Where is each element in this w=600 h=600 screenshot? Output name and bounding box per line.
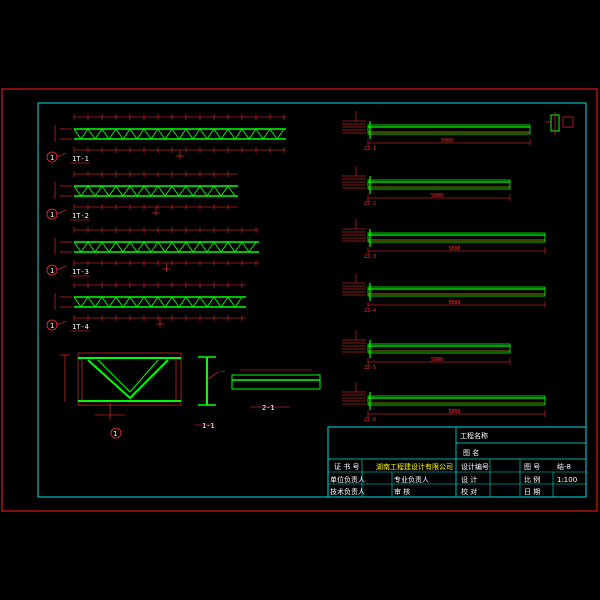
purlin-label: 2Z-3 [364,254,376,260]
section-2-1: 2-1 [231,369,321,412]
purlin-length: 5000 [449,409,461,415]
truss-label: 1T-4 [72,323,89,331]
tb-drawing-name: 图 名 [463,448,479,457]
truss-marker: 1 [50,211,54,219]
purlin-2Z-1: 5000 2Z-1 [342,111,531,152]
tb-tech-lead: 技术负责人 [330,487,365,496]
svg-text:──: ── [218,369,226,375]
tb-project-name: 工程名称 [460,431,488,440]
tb-design: 设 计 [461,475,477,484]
tb-drawing-no: 结-8 [557,462,571,471]
truss-1T-4: 1 1T-4 [46,282,246,332]
tb-cert-no: 证 书 号 [334,462,359,471]
purlin-length: 5000 [449,300,461,306]
outer-frame [1,88,598,512]
truss-elevations: 1 1T-1 1 1T-2 1 1T-3 1 1T-4 [46,114,286,332]
truss-label: 1T-3 [72,268,89,276]
node-detail-1: 1 [60,352,182,439]
truss-1T-1: 1 1T-1 [46,114,286,164]
section-1-1: ── 1-1 [195,356,226,430]
purlin-label: 2Z-5 [364,365,376,371]
tb-date-label: 日 期 [524,488,540,496]
tb-unit-lead: 单位负责人 [330,475,365,484]
purlin-2Z-4: 5000 2Z-4 [342,273,546,314]
title-block: 工程名称 图 名 证 书 号 湖南工程建设计有限公司 设计编号 单位负责人 专业… [327,426,587,498]
node-detail-1-number: 1 [113,430,117,438]
truss-marker: 1 [50,154,54,162]
purlin-2Z-2: 5000 2Z-2 [342,166,511,207]
purlin-length: 5000 [431,193,443,199]
purlin-length: 5000 [441,138,453,144]
truss-marker: 1 [50,322,54,330]
purlin-elevations: 5000 2Z-1 5000 2Z-2 5000 2Z-3 5000 2Z-4 5000 2Z-5… [342,111,546,423]
tb-design-number: 设计编号 [461,462,489,471]
purlin-2Z-3: 5000 2Z-3 [342,219,546,260]
tb-design-institute: 湖南工程建设计有限公司 [376,462,453,471]
purlin-length: 5000 [431,357,443,363]
purlin-label: 2Z-2 [364,201,376,207]
purlin-2Z-5: 5000 2Z-5 [342,330,511,371]
tb-scale: 1:100 [557,476,577,484]
purlin-2Z-6: 5000 2Z-6 [342,382,546,423]
purlin-label: 2Z-6 [364,417,376,423]
purlin-length: 5000 [449,246,461,252]
section-2-1-label: 2-1 [262,404,275,412]
tb-discipline-lead: 专业负责人 [394,475,429,484]
tb-scale-label: 比 例 [524,475,540,484]
truss-1T-3: 1 1T-3 [46,227,259,277]
tb-review: 审 核 [394,487,410,496]
purlin-end-detail [545,112,574,135]
truss-label: 1T-1 [72,155,89,163]
tb-drawing-no-label: 图 号 [524,463,540,471]
truss-label: 1T-2 [72,212,89,220]
purlin-label: 2Z-4 [364,308,376,314]
section-1-1-label: 1-1 [202,422,215,430]
purlin-label: 2Z-1 [364,146,376,152]
truss-marker: 1 [50,267,54,275]
inner-frame [37,102,587,498]
tb-check: 校 对 [461,487,477,496]
truss-1T-2: 1 1T-2 [46,171,238,221]
